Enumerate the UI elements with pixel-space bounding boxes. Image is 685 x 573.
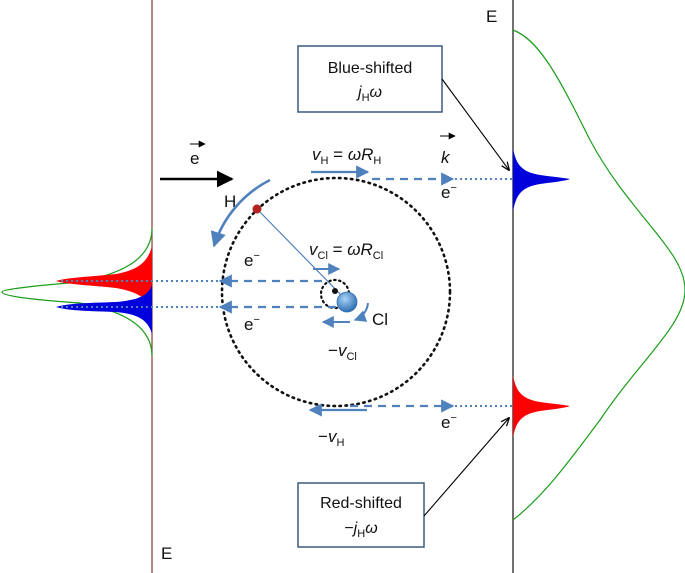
top-right-electron-label: e− xyxy=(441,182,457,202)
vh-top-label: vH = ωRH xyxy=(312,145,381,167)
h-atom xyxy=(252,204,262,214)
h-orbit-circle xyxy=(220,176,452,408)
blue-shifted-expr: jHω xyxy=(356,84,382,104)
cl-atom xyxy=(336,291,358,313)
bottom-right-electron-label: e− xyxy=(441,412,457,432)
right-red-peak xyxy=(513,375,570,438)
h-rotation-arc xyxy=(210,178,271,248)
left-axis-e-label: E xyxy=(161,544,172,563)
vcl-bottom-label: −vCl xyxy=(328,341,357,363)
left-blue-peak xyxy=(56,285,152,334)
vcl-top-label: vCl = ωRCl xyxy=(309,240,383,262)
h-atom-label: H xyxy=(224,192,236,211)
k-vector-label: k xyxy=(441,148,451,167)
vh-bottom-label: −vH xyxy=(318,427,344,449)
middle-electron-label-1: e− xyxy=(244,250,260,270)
cl-rotation-arc xyxy=(353,302,369,322)
blue-shifted-title: Blue-shifted xyxy=(328,60,413,77)
middle-electron-label-2: e− xyxy=(244,314,260,334)
red-shifted-expr: −jHω xyxy=(344,520,377,540)
right-green-envelope xyxy=(512,29,685,521)
right-blue-peak xyxy=(513,148,570,212)
left-red-peak xyxy=(56,246,152,312)
blue-box-pointer xyxy=(441,78,509,170)
e-vector-label: e xyxy=(190,149,199,168)
center-of-mass-dot xyxy=(332,288,338,294)
right-axis-e-label: E xyxy=(486,7,497,26)
cl-atom-label: Cl xyxy=(372,310,388,329)
red-box-pointer xyxy=(423,418,509,517)
left-green-envelope xyxy=(1,227,153,357)
bond-line xyxy=(256,208,348,302)
blue-shifted-box xyxy=(297,45,443,113)
red-shifted-title: Red-shifted xyxy=(320,495,402,512)
red-shifted-box xyxy=(297,482,425,548)
